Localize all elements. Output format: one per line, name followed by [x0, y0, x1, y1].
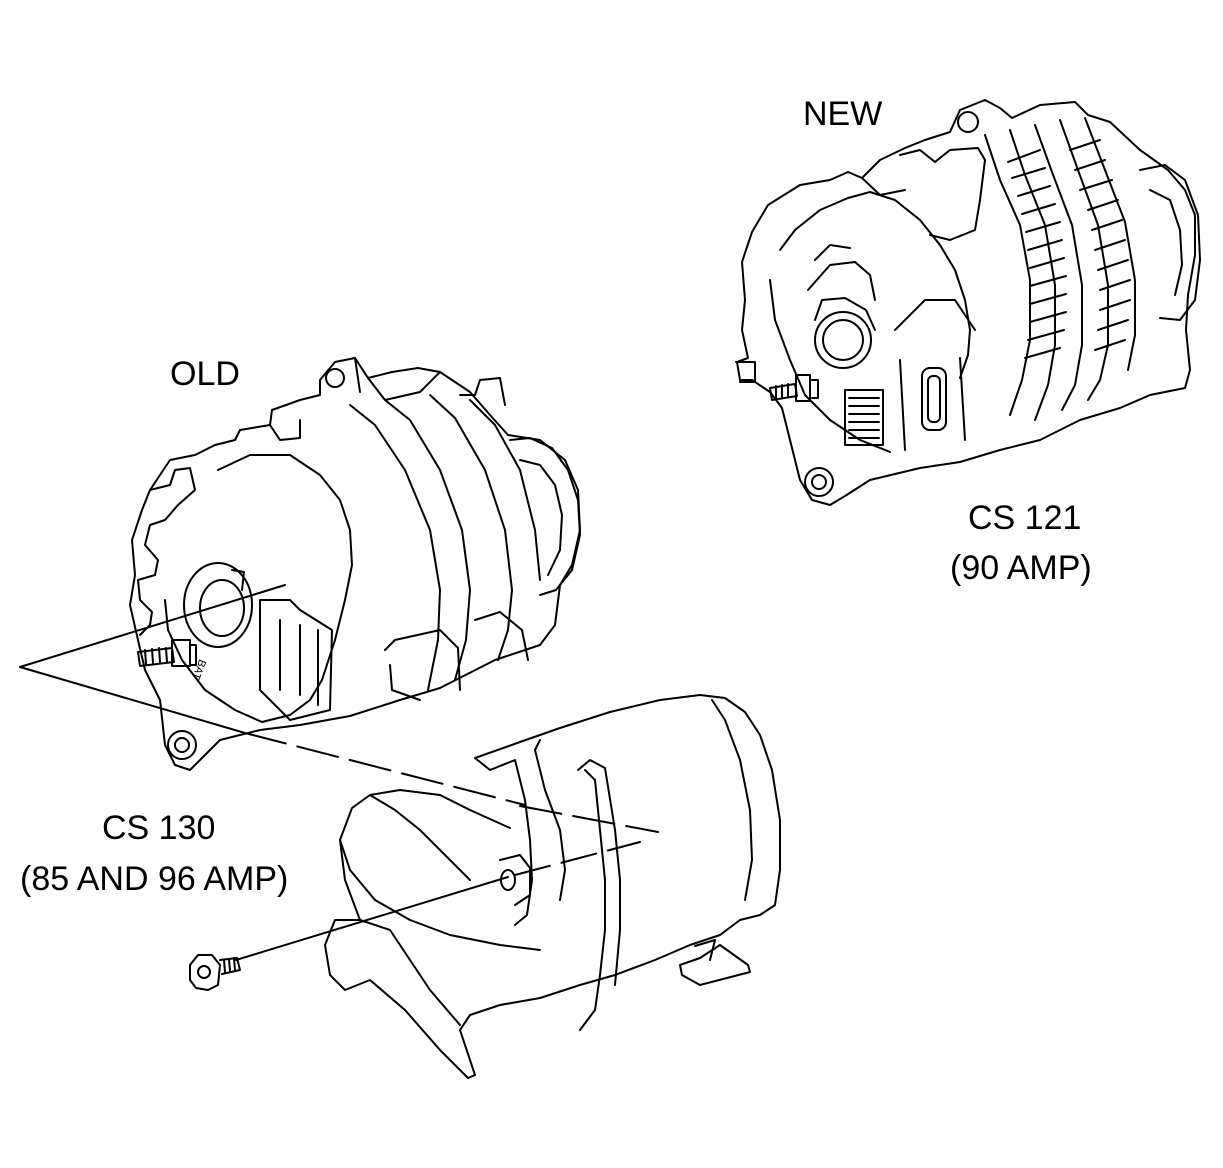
adapter-bracket-icon — [325, 695, 780, 1078]
new-rating-label: (90 AMP) — [950, 549, 1092, 587]
new-alternator-icon — [736, 100, 1200, 505]
old-rating-label: (85 AND 96 AMP) — [20, 860, 289, 898]
mounting-bolt-icon — [190, 955, 240, 990]
old-model-label: CS 130 — [102, 809, 216, 847]
old-alternator-icon — [130, 358, 580, 770]
new-label: NEW — [803, 95, 883, 133]
new-model-label: CS 121 — [968, 499, 1082, 537]
leader-lines — [20, 585, 658, 960]
old-label: OLD — [170, 355, 240, 393]
